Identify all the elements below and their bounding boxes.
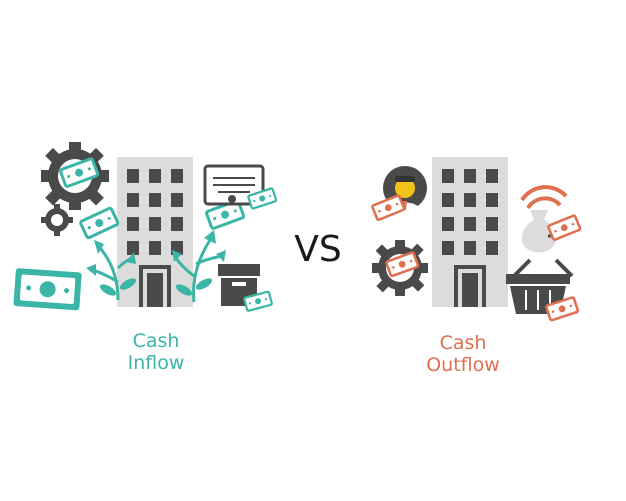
gauge-icon [520,185,568,210]
banknote-icon-person [370,193,406,222]
cash-inflow-label: Cash Inflow [106,330,206,374]
cash-inflow-line1: Cash [132,330,180,352]
banknote-icon-bag [546,213,582,242]
plant-leaves-left [86,240,137,296]
banknote-icon-plant-left [78,206,120,240]
certificate-icon [203,164,265,206]
plant-leaves-right [172,230,226,296]
gear-icon-small-inflow [41,204,73,236]
cash-inflow-line2: Inflow [127,352,185,374]
banknote-icon-large [13,268,82,311]
building-icon-outflow [432,157,508,307]
cash-outflow-label: Cash Outflow [413,332,513,376]
vs-label: VS [294,229,342,270]
cash-outflow-line2: Outflow [426,354,500,376]
cash-outflow-line1: Cash [439,332,487,354]
